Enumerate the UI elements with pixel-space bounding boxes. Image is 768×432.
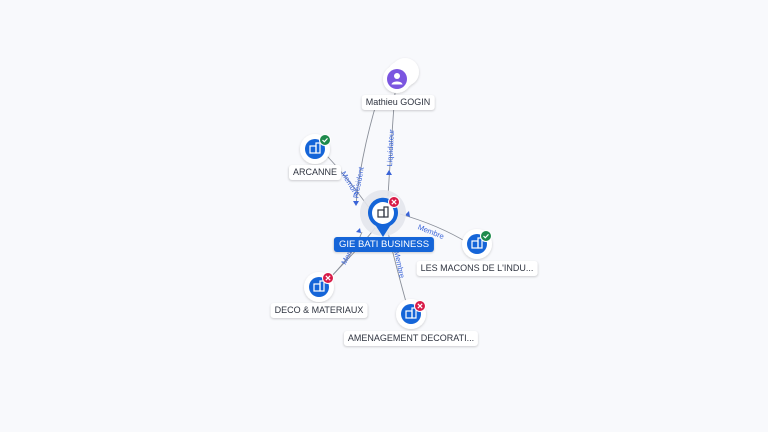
node-center[interactable] (360, 190, 406, 237)
edge-arrow (353, 201, 359, 206)
edge-person-president (355, 97, 379, 206)
edge-arrow (386, 170, 392, 175)
status-closed-icon (388, 196, 400, 208)
status-active-icon (480, 230, 492, 242)
node-label-person[interactable]: Mathieu GOGIN (361, 95, 435, 110)
node-label-deco[interactable]: DECO & MATERIAUX (270, 303, 368, 318)
status-closed-icon (322, 272, 334, 284)
node-label-center[interactable]: GIE BATI BUSINESS (333, 237, 435, 252)
status-closed-icon (414, 300, 426, 312)
building-icon (377, 206, 389, 218)
building-icon (305, 139, 325, 159)
edge-label-amenagement: Membre (392, 250, 407, 279)
node-label-macons[interactable]: LES MACONS DE L'INDU... (416, 261, 538, 276)
node-label-arcanne[interactable]: ARCANNE (288, 165, 342, 180)
status-active-icon (319, 134, 331, 146)
edge-arrow (405, 211, 410, 217)
node-label-amenagement[interactable]: AMENAGEMENT DECORATI... (343, 331, 479, 346)
edge-label-liquidateur: Liquidateur (385, 129, 396, 167)
edge-arrow (356, 228, 361, 233)
person-icon (387, 69, 407, 89)
